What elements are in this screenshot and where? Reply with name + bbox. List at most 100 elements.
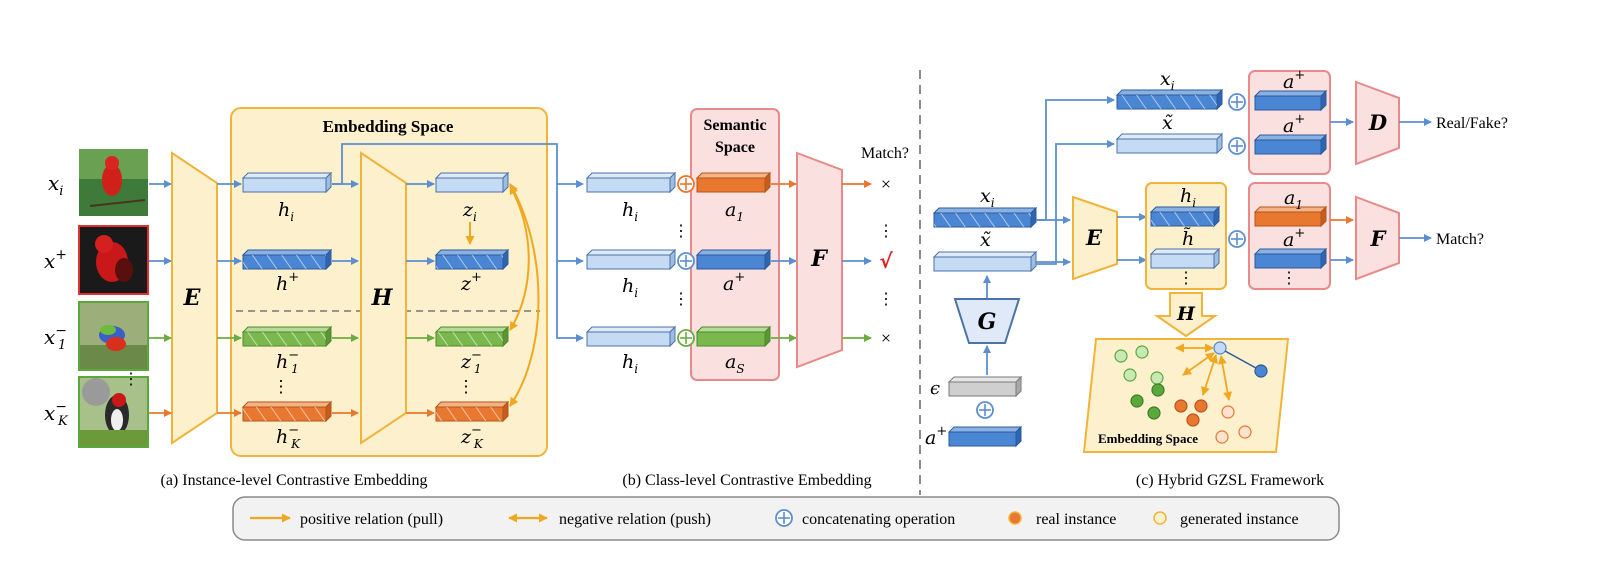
bar-z1minus — [434, 325, 510, 348]
discriminator-d-shape — [1355, 80, 1400, 166]
label-b-hi-1: hi — [622, 199, 638, 224]
bar-hkminus — [241, 400, 333, 423]
projector-h-label: H — [371, 285, 394, 311]
input-label-xi: xi — [48, 171, 63, 199]
concat-icon-b3 — [677, 329, 695, 347]
vdots-z: ⋮ — [458, 377, 475, 396]
generated-instance-icon — [1153, 511, 1167, 525]
label-c-xi: xi — [980, 185, 995, 210]
svg-text:x−1: x−1 — [44, 323, 67, 353]
bar-zplus — [434, 248, 510, 271]
discriminator-d-label: D — [1368, 110, 1388, 135]
image-xkminus — [78, 376, 149, 448]
caption-a: (a) Instance-level Contrastive Embedding — [160, 472, 427, 489]
bar-h1minus — [241, 325, 333, 348]
concat-icon-c-f — [1228, 230, 1246, 248]
bar-a1 — [695, 171, 772, 194]
bar-c-aplus-gen — [947, 425, 1023, 448]
vdots-h: ⋮ — [273, 377, 290, 396]
projector-h-c-label: H — [1176, 303, 1196, 325]
vdots-c-a: ⋮ — [1281, 270, 1297, 287]
result-check: √ — [879, 249, 893, 273]
label-epsilon: ϵ — [930, 378, 940, 399]
concat-icon — [775, 509, 793, 527]
classifier-f-label: F — [810, 246, 828, 272]
label-b-hi-3: hi — [622, 351, 638, 376]
label-c-aplus-d2: a+ — [1283, 112, 1305, 137]
embedding-points — [1114, 341, 1268, 444]
caption-c: (c) Hybrid GZSL Framework — [1136, 472, 1324, 489]
embedding-space-title: Embedding Space — [323, 117, 454, 136]
real-instance-icon — [1008, 511, 1022, 525]
bar-c-xi — [932, 206, 1038, 229]
generator-g-shape — [953, 298, 1021, 344]
label-hkminus: h−K — [276, 423, 301, 451]
panel-c: xi x̃ G ϵ a+ — [925, 68, 1508, 489]
svg-text:xi: xi — [48, 171, 63, 199]
caption-b: (b) Class-level Contrastive Embedding — [622, 472, 871, 489]
bar-b-hi-3 — [585, 325, 677, 348]
label-c-aplus-d1: a+ — [1283, 68, 1305, 93]
bar-b-hi-2 — [585, 248, 677, 271]
generator-g-label: G — [978, 309, 997, 335]
hi-branch-line — [332, 143, 584, 188]
concat-icon-b1 — [677, 175, 695, 193]
image-xplus — [78, 225, 149, 295]
push-arc-2 — [509, 183, 540, 407]
input-label-x1minus: x−1 — [44, 323, 67, 353]
embedding-relations — [1175, 343, 1232, 401]
bar-zi — [434, 171, 510, 194]
encoder-e-label: E — [183, 285, 202, 311]
label-h1minus: h−1 — [276, 348, 299, 376]
label-c-htilde: h̃ — [1182, 227, 1194, 250]
bar-hplus — [241, 248, 333, 271]
label-c-xi-top: xi — [1160, 68, 1175, 93]
label-c-hi: hi — [1180, 185, 1196, 210]
label-zkminus: z−K — [460, 423, 484, 451]
concat-icon-c-gen — [976, 401, 994, 419]
encoder-e-c-label: E — [1085, 225, 1103, 250]
encoder-e-c-shape — [1072, 195, 1118, 281]
label-c-aplus-gen: a+ — [925, 424, 947, 449]
real-fake-label: Real/Fake? — [1436, 115, 1508, 132]
embedding-space-c — [1082, 338, 1290, 453]
concat-icon-c-d2 — [1228, 137, 1246, 155]
bar-c-xtilde — [932, 250, 1038, 273]
embedding-space-c-title: Embedding Space — [1098, 431, 1198, 446]
vdots-results-2: ⋮ — [878, 291, 894, 308]
vdots-b-concat-2: ⋮ — [673, 291, 689, 308]
classifier-f-shape — [796, 151, 843, 369]
panel-a: Embedding Space xi x+ x−1 x−K — [44, 107, 584, 489]
semantic-space-title-1: Semantic — [703, 117, 766, 134]
vdots-c-h: ⋮ — [1178, 270, 1194, 287]
bar-epsilon — [947, 375, 1023, 398]
bar-c-htilde — [1149, 247, 1221, 270]
legend-concat-label: concatenating operation — [802, 511, 955, 528]
concat-icon-b2 — [677, 252, 695, 270]
image-xi — [79, 149, 148, 216]
match-label-b: Match? — [861, 145, 909, 162]
bar-c-aplus-d1 — [1253, 89, 1328, 112]
label-b-hi-2: hi — [622, 275, 638, 300]
svg-text:x+: x+ — [44, 247, 67, 273]
label-z1minus: z−1 — [460, 348, 482, 376]
bar-zkminus — [434, 400, 510, 423]
vdots-images: ⋮ — [123, 371, 139, 388]
bar-c-hi — [1149, 205, 1221, 228]
bar-c-aplus-d2 — [1253, 133, 1328, 156]
svg-text:x−K: x−K — [44, 399, 69, 429]
image-x1minus — [78, 301, 149, 371]
match-label-c: Match? — [1436, 231, 1484, 248]
input-label-xkminus: x−K — [44, 399, 69, 429]
bar-as — [695, 325, 772, 348]
label-aplus: a+ — [723, 270, 745, 295]
label-zi: zi — [462, 199, 477, 224]
result-cross-1: × — [881, 174, 891, 194]
label-c-xtilde: x̃ — [980, 229, 991, 251]
bar-c-xtilde-top — [1115, 132, 1224, 155]
legend: positive relation (pull) negative relati… — [232, 496, 1340, 541]
legend-generated-label: generated instance — [1180, 511, 1299, 528]
legend-negative-label: negative relation (push) — [559, 511, 711, 528]
bar-c-aplus-f — [1253, 247, 1328, 270]
